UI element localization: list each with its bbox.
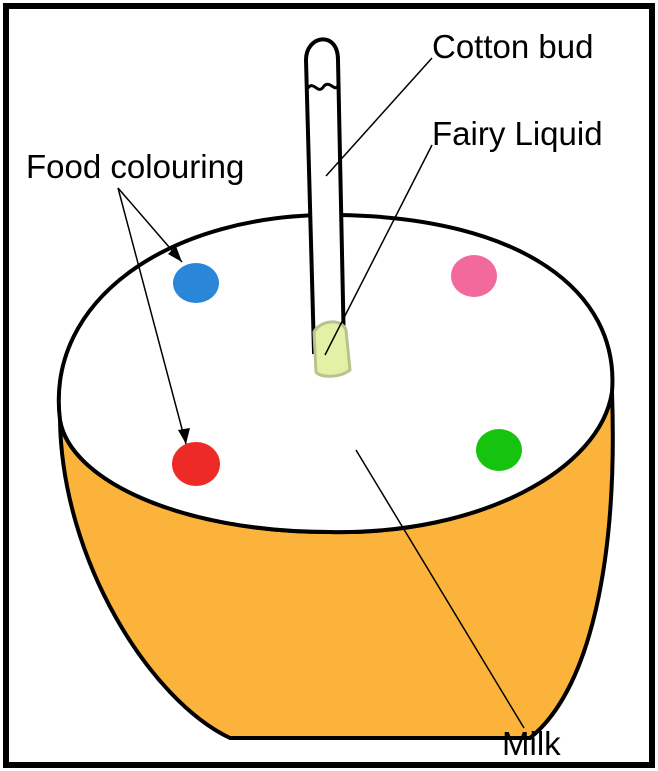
cotton-bud-label: Cotton bud bbox=[432, 28, 593, 65]
food-colouring-dot-blue bbox=[173, 263, 219, 303]
fairy-liquid-tip bbox=[314, 322, 350, 376]
milk-label: Milk bbox=[502, 725, 561, 762]
food-colouring-dot-red bbox=[172, 442, 220, 486]
food-colouring-dot-green bbox=[476, 429, 522, 471]
food-colouring-label: Food colouring bbox=[26, 148, 244, 185]
food-colouring-dot-pink bbox=[451, 255, 497, 297]
fairy-liquid-label: Fairy Liquid bbox=[432, 115, 603, 152]
